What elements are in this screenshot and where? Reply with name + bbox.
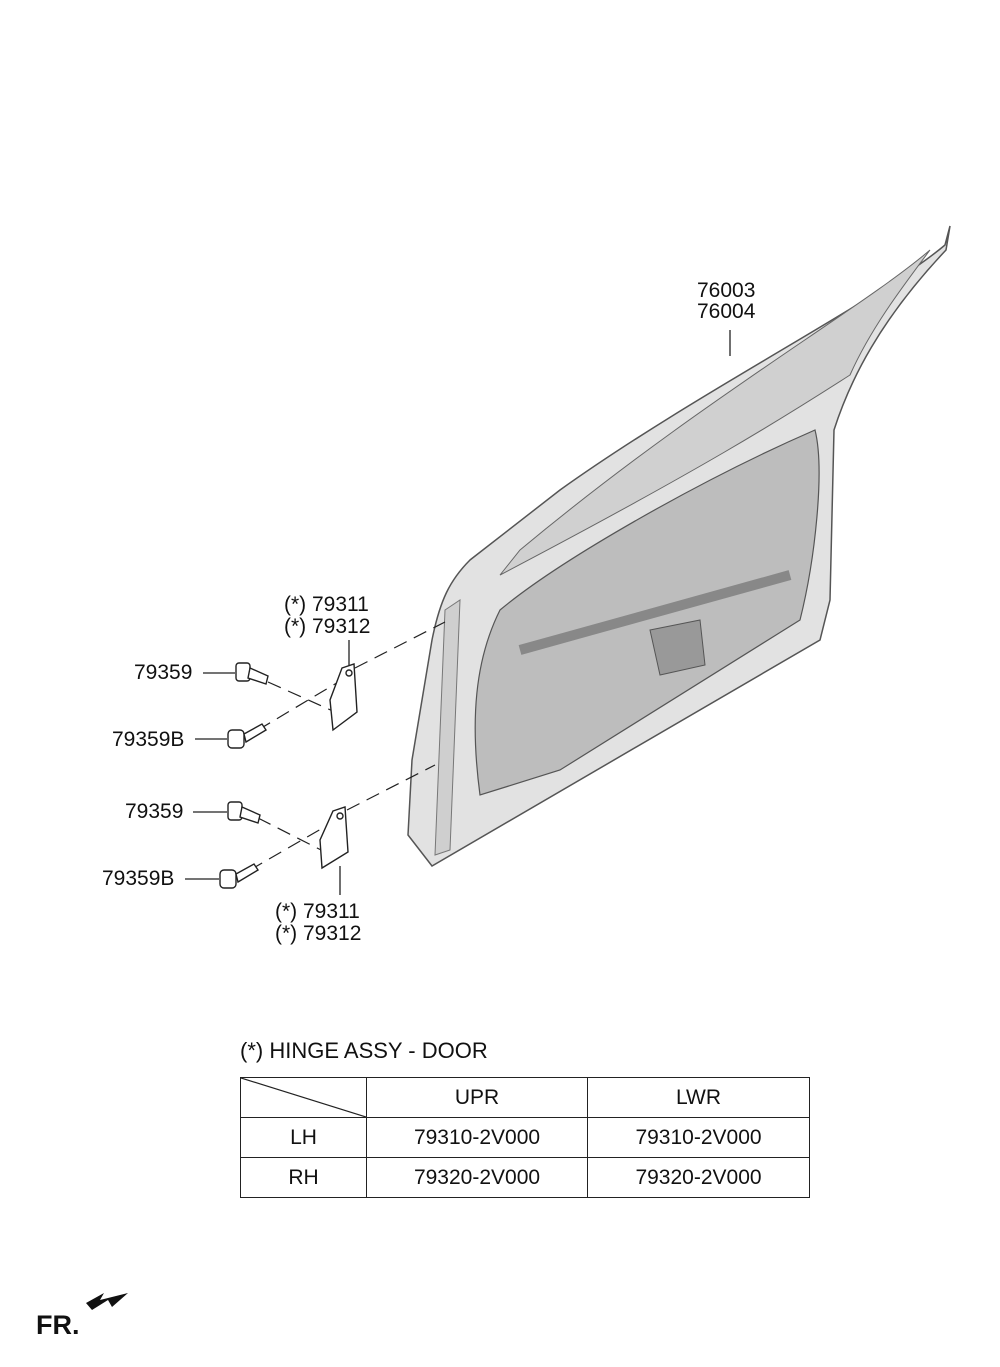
callout-79359b-lower[interactable]: 79359B xyxy=(102,867,175,890)
bolt-79359-lower[interactable] xyxy=(227,801,261,824)
hinge-table: UPR LWR LH 79310-2V000 79310-2V000 RH 79… xyxy=(240,1077,810,1198)
bolt-79359-upper[interactable] xyxy=(235,662,269,685)
table-row: LH 79310-2V000 79310-2V000 xyxy=(240,1117,810,1158)
callout-76004[interactable]: 76004 xyxy=(697,300,756,323)
part-number-cell[interactable]: 79310-2V000 xyxy=(587,1117,810,1158)
bolt-79359b-upper[interactable] xyxy=(227,723,267,749)
callout-76003[interactable]: 76003 xyxy=(697,279,756,302)
lower-hinge[interactable] xyxy=(319,806,349,870)
bolt-79359b-lower[interactable] xyxy=(219,863,259,889)
assembly-dash-lines xyxy=(249,621,446,871)
column-header-upr: UPR xyxy=(366,1077,588,1118)
part-number-cell[interactable]: 79320-2V000 xyxy=(587,1157,810,1198)
upper-hinge[interactable] xyxy=(329,663,358,732)
table-row: RH 79320-2V000 79320-2V000 xyxy=(240,1157,810,1198)
callout-79359-upper[interactable]: 79359 xyxy=(134,661,193,684)
part-number-cell[interactable]: 79310-2V000 xyxy=(366,1117,588,1158)
front-door-panel[interactable] xyxy=(407,225,951,867)
part-number-cell[interactable]: 79320-2V000 xyxy=(366,1157,588,1198)
row-header: RH xyxy=(240,1157,367,1198)
column-header-lwr: LWR xyxy=(587,1077,810,1118)
row-header: LH xyxy=(240,1117,367,1158)
callout-79359b-upper[interactable]: 79359B xyxy=(112,728,185,751)
front-arrow-icon xyxy=(86,1293,128,1310)
callout-79312-upper[interactable]: (*) 79312 xyxy=(284,615,371,638)
callout-79359-lower[interactable]: 79359 xyxy=(125,800,184,823)
callout-79311-upper[interactable]: (*) 79311 xyxy=(284,593,369,616)
hinge-table-title: (*) HINGE ASSY - DOOR xyxy=(240,1038,488,1063)
front-direction-label: FR. xyxy=(36,1310,80,1340)
table-header-row: UPR LWR xyxy=(240,1077,810,1118)
callout-79311-lower[interactable]: (*) 79311 xyxy=(275,900,360,923)
callout-79312-lower[interactable]: (*) 79312 xyxy=(275,922,362,945)
diagonal-header-cell xyxy=(240,1077,367,1118)
